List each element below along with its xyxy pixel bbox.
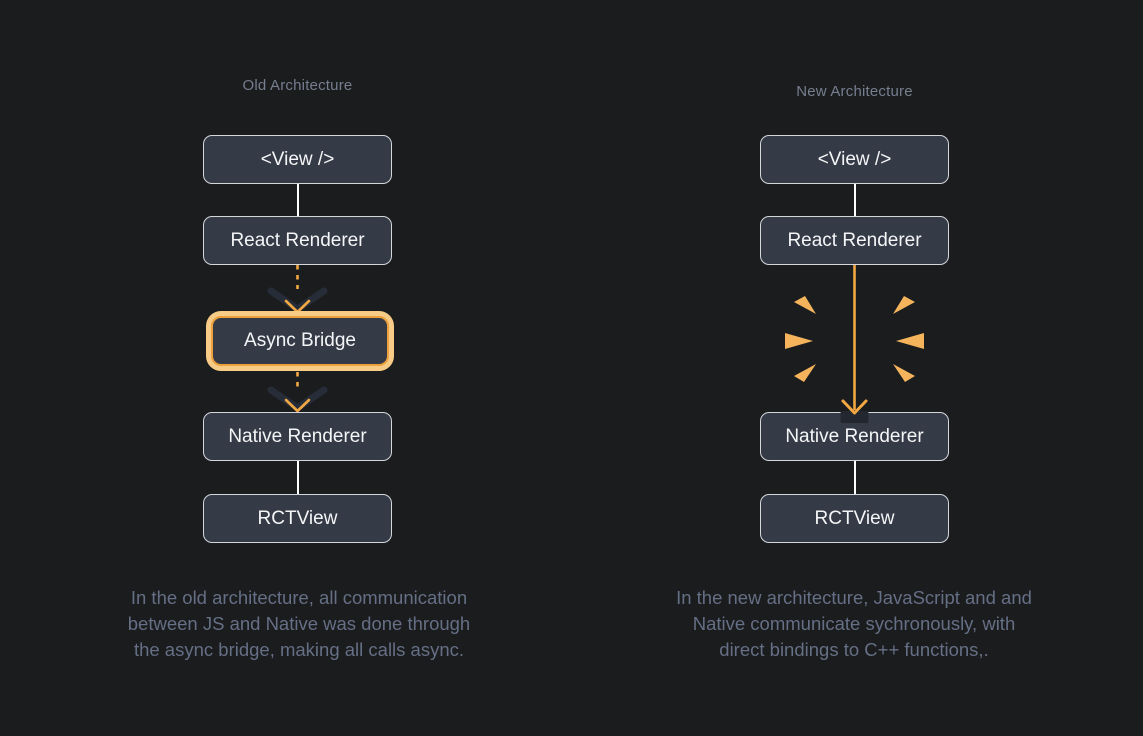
node-rctview-new: RCTView: [760, 494, 949, 543]
async-arrow-icon: [267, 372, 328, 413]
node-async-bridge-label: Async Bridge: [244, 330, 356, 351]
connector-view-react-new: [853, 183, 856, 217]
burst-wedge: [896, 333, 924, 349]
connector-view-react-old: [296, 183, 299, 217]
node-react-renderer-new: React Renderer: [760, 216, 949, 265]
node-view-old-label: <View />: [260, 148, 335, 170]
dark-chevron: [267, 386, 328, 412]
new-architecture-title: New Architecture: [796, 83, 913, 100]
burst-wedge: [794, 364, 816, 382]
node-native-renderer-new: Native Renderer: [760, 412, 949, 461]
dark-chevron: [267, 287, 328, 313]
orange-chevron: [284, 299, 311, 313]
orange-chevron: [284, 398, 311, 413]
node-view-old: <View />: [203, 135, 392, 184]
node-react-renderer-old-label: React Renderer: [230, 229, 365, 251]
node-rctview-old-label: RCTView: [257, 507, 338, 529]
node-rctview-new-label: RCTView: [814, 507, 895, 529]
new-architecture-caption: In the new architecture, JavaScript and …: [676, 587, 1032, 660]
old-architecture-caption: In the old architecture, all communicati…: [127, 587, 471, 660]
node-native-renderer-old: Native Renderer: [203, 412, 392, 461]
node-view-new: <View />: [760, 135, 949, 184]
node-async-bridge: Async Bridge: [211, 316, 389, 366]
burst-wedges-icon: [785, 296, 924, 382]
sync-arrow-burst-icon: [785, 265, 924, 423]
connector-native-rct-new: [853, 460, 856, 495]
old-architecture-title: Old Architecture: [242, 77, 353, 94]
node-native-renderer-old-label: Native Renderer: [228, 425, 367, 447]
burst-wedge: [893, 296, 915, 314]
node-react-renderer-new-label: React Renderer: [787, 229, 922, 251]
burst-wedge: [794, 296, 816, 314]
node-rctview-old: RCTView: [203, 494, 392, 543]
connector-native-rct-old: [296, 460, 299, 495]
async-arrow-icon: [267, 265, 328, 313]
node-react-renderer-old: React Renderer: [203, 216, 392, 265]
node-view-new-label: <View />: [817, 148, 892, 170]
node-native-renderer-new-label: Native Renderer: [785, 425, 924, 447]
burst-wedge: [893, 364, 915, 382]
burst-wedge: [785, 333, 813, 349]
